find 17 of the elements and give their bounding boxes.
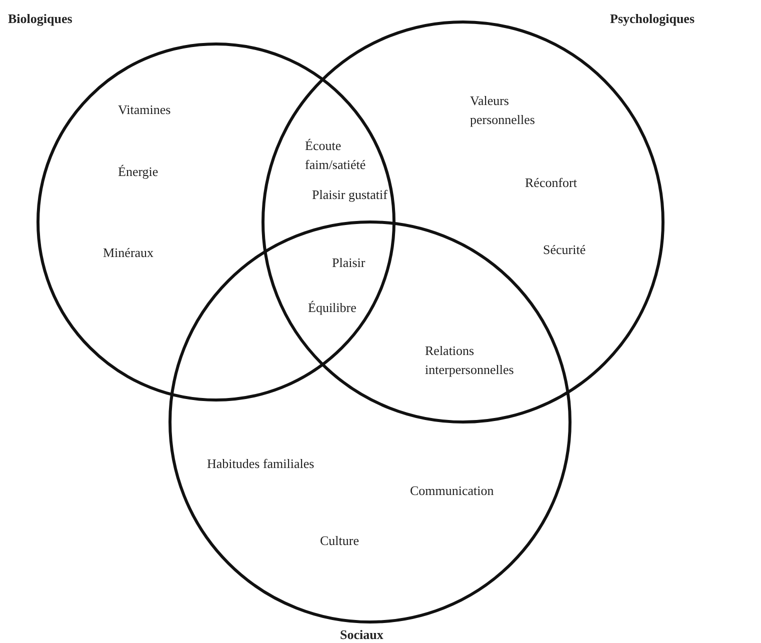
region-label: Minéraux: [103, 244, 154, 262]
region-label: Valeurs personnelles: [470, 92, 536, 129]
region-label: Réconfort: [525, 174, 577, 192]
set-title: Psychologiques: [610, 10, 695, 28]
region-label: Relations interpersonnelles: [425, 342, 515, 379]
region-label: Vitamines: [118, 101, 171, 119]
set-title: Biologiques: [8, 10, 72, 28]
region-label: Sécurité: [543, 241, 586, 259]
region-label: Plaisir gustatif: [312, 186, 388, 204]
region-label: Communication: [410, 482, 494, 500]
region-label: Énergie: [118, 163, 158, 181]
region-label: Équilibre: [308, 299, 356, 317]
region-label: Plaisir: [332, 254, 366, 272]
region-label: Culture: [320, 532, 359, 550]
region-label: Écoute faim/satiété: [305, 137, 367, 174]
region-label: Habitudes familiales: [207, 455, 314, 473]
set-title: Sociaux: [340, 626, 384, 643]
